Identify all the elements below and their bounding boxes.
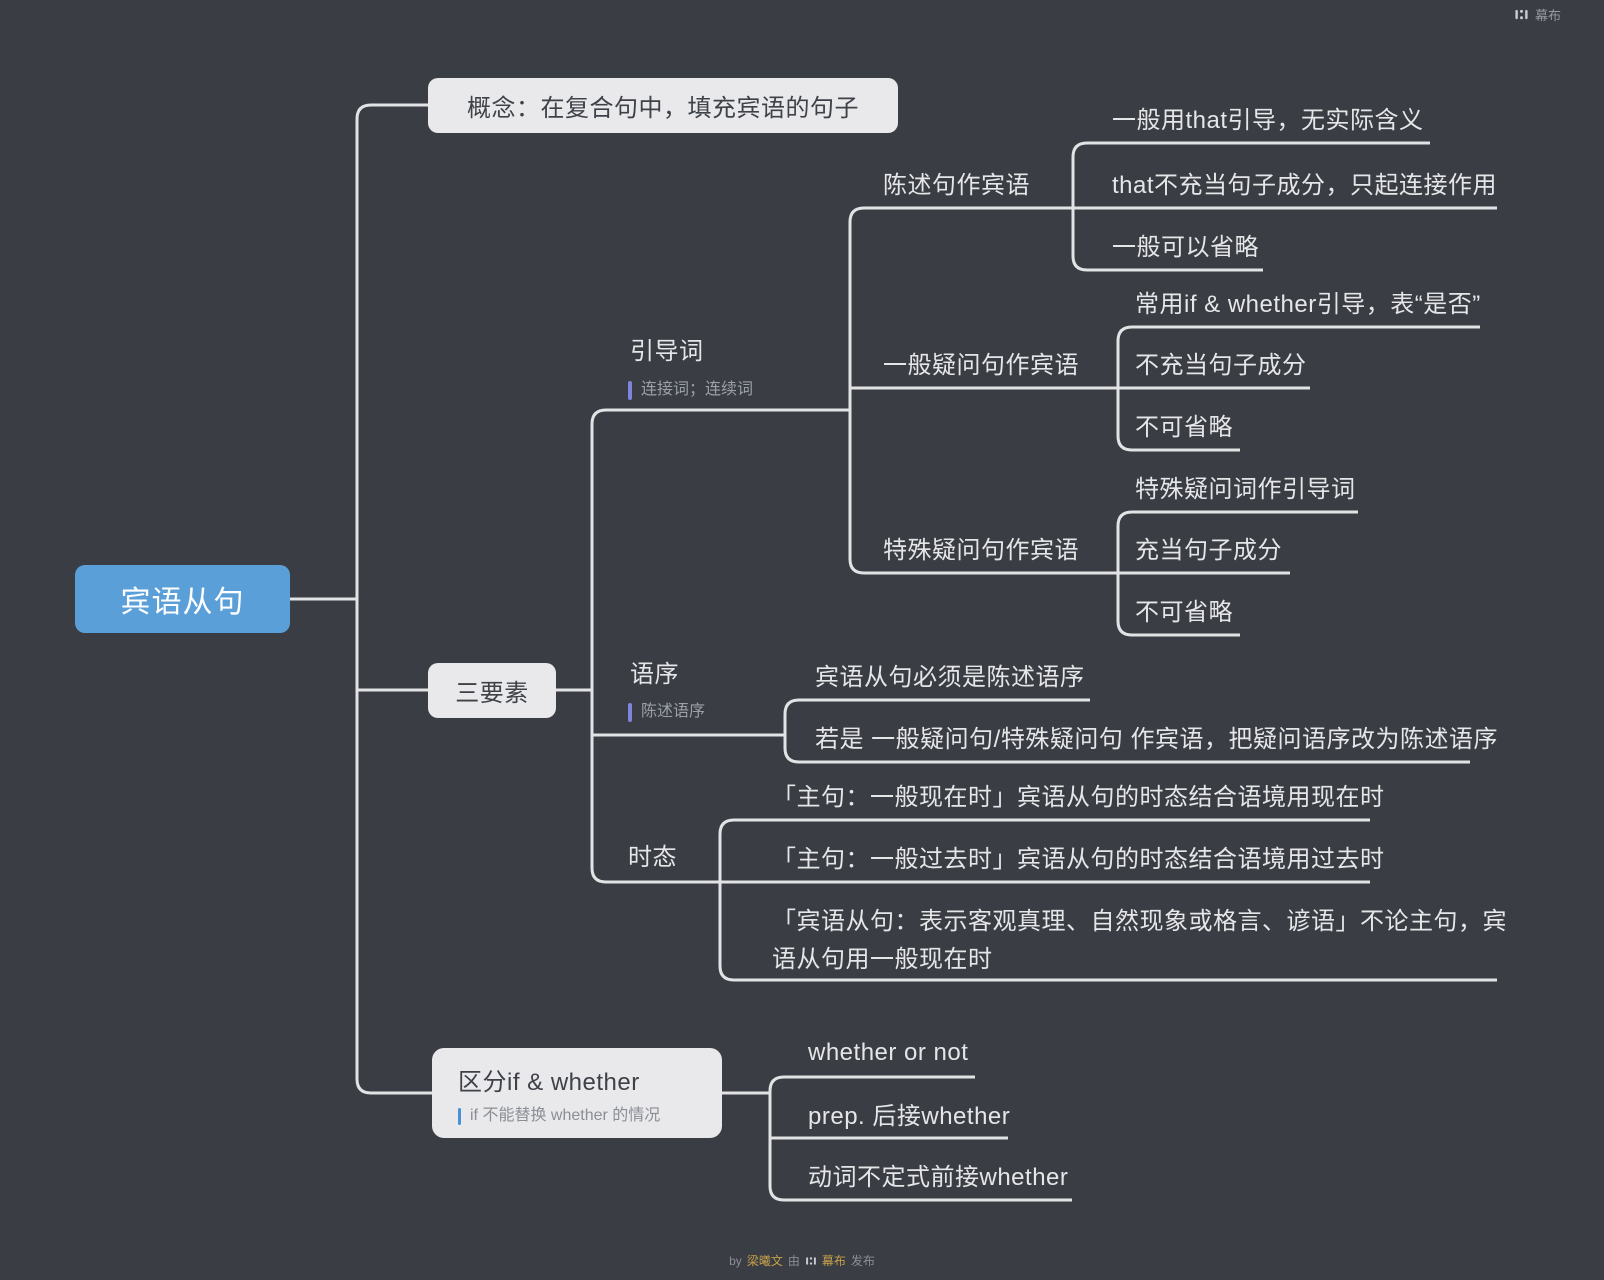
footer-via-label: 由: [787, 1254, 800, 1268]
mubu-logo-icon: [1515, 9, 1528, 20]
node-tense[interactable]: 时态: [628, 844, 677, 871]
footer-mubu-icon: [805, 1256, 816, 1265]
publish-footer: by 梁曦文 由 幕布 发布: [0, 1252, 1604, 1269]
node-general-question-object[interactable]: 一般疑问句作宾语: [883, 352, 1079, 379]
node-declarative-point-1[interactable]: 一般用that引导，无实际含义: [1112, 107, 1424, 134]
node-order-point-2[interactable]: 若是 一般疑问句/特殊疑问句 作宾语，把疑问语序改为陈述语序: [815, 726, 1499, 753]
node-whether-point-3[interactable]: 动词不定式前接whether: [808, 1164, 1069, 1191]
footer-brand-link[interactable]: 幕布: [821, 1254, 846, 1268]
node-if-whether-note: if 不能替换 whether 的情况: [458, 1106, 696, 1126]
note-text: if 不能替换 whether 的情况: [470, 1107, 661, 1124]
node-general-point-1[interactable]: 常用if & whether引导，表“是否”: [1135, 291, 1481, 318]
footer-by-label: by: [729, 1253, 742, 1268]
footer-action-label: 发布: [850, 1254, 875, 1268]
node-special-question-object[interactable]: 特殊疑问句作宾语: [883, 537, 1079, 564]
node-special-point-3[interactable]: 不可省略: [1135, 599, 1233, 626]
node-declarative-point-2[interactable]: that不充当句子成分，只起连接作用: [1112, 172, 1498, 199]
node-tense-point-1[interactable]: 「主句：一般现在时」宾语从句的时态结合语境用现在时: [772, 784, 1385, 811]
node-general-point-3[interactable]: 不可省略: [1135, 414, 1233, 441]
note-text: 连接词；连续词: [641, 381, 754, 398]
node-declarative-object[interactable]: 陈述句作宾语: [883, 172, 1030, 199]
footer-author-link[interactable]: 梁曦文: [746, 1254, 783, 1268]
node-if-whether[interactable]: 区分if & whether if 不能替换 whether 的情况: [432, 1048, 722, 1138]
node-three-elements[interactable]: 三要素: [428, 663, 556, 718]
mubu-brand-label: 幕布: [1535, 8, 1562, 23]
node-whether-point-1[interactable]: whether or not: [808, 1039, 969, 1066]
node-word-order[interactable]: 语序: [630, 661, 679, 688]
note-bar-icon: [628, 702, 632, 722]
node-special-point-2[interactable]: 充当句子成分: [1135, 537, 1282, 564]
node-whether-point-2[interactable]: prep. 后接whether: [808, 1103, 1011, 1130]
note-bar-icon: [628, 380, 632, 400]
mubu-brand[interactable]: 幕布: [1514, 5, 1561, 24]
node-concept[interactable]: 概念：在复合句中，填充宾语的句子: [428, 78, 898, 133]
node-root[interactable]: 宾语从句: [75, 565, 290, 633]
node-order-point-1[interactable]: 宾语从句必须是陈述语序: [815, 664, 1085, 691]
node-tense-point-3[interactable]: 「宾语从句：表示客观真理、自然现象或格言、谚语」不论主句，宾语从句用一般现在时: [772, 908, 1507, 973]
node-guide-word[interactable]: 引导词: [630, 338, 704, 365]
note-text: 陈述语序: [641, 703, 706, 720]
node-if-whether-label: 区分if & whether: [458, 1069, 640, 1096]
node-declarative-point-3[interactable]: 一般可以省略: [1112, 234, 1259, 261]
node-tense-point-2[interactable]: 「主句：一般过去时」宾语从句的时态结合语境用过去时: [772, 846, 1385, 873]
node-general-point-2[interactable]: 不充当句子成分: [1135, 352, 1307, 379]
node-guide-word-note: 连接词；连续词: [628, 380, 753, 400]
note-bar-icon: [458, 1107, 461, 1125]
node-word-order-note: 陈述语序: [628, 702, 705, 722]
node-special-point-1[interactable]: 特殊疑问词作引导词: [1135, 476, 1356, 503]
